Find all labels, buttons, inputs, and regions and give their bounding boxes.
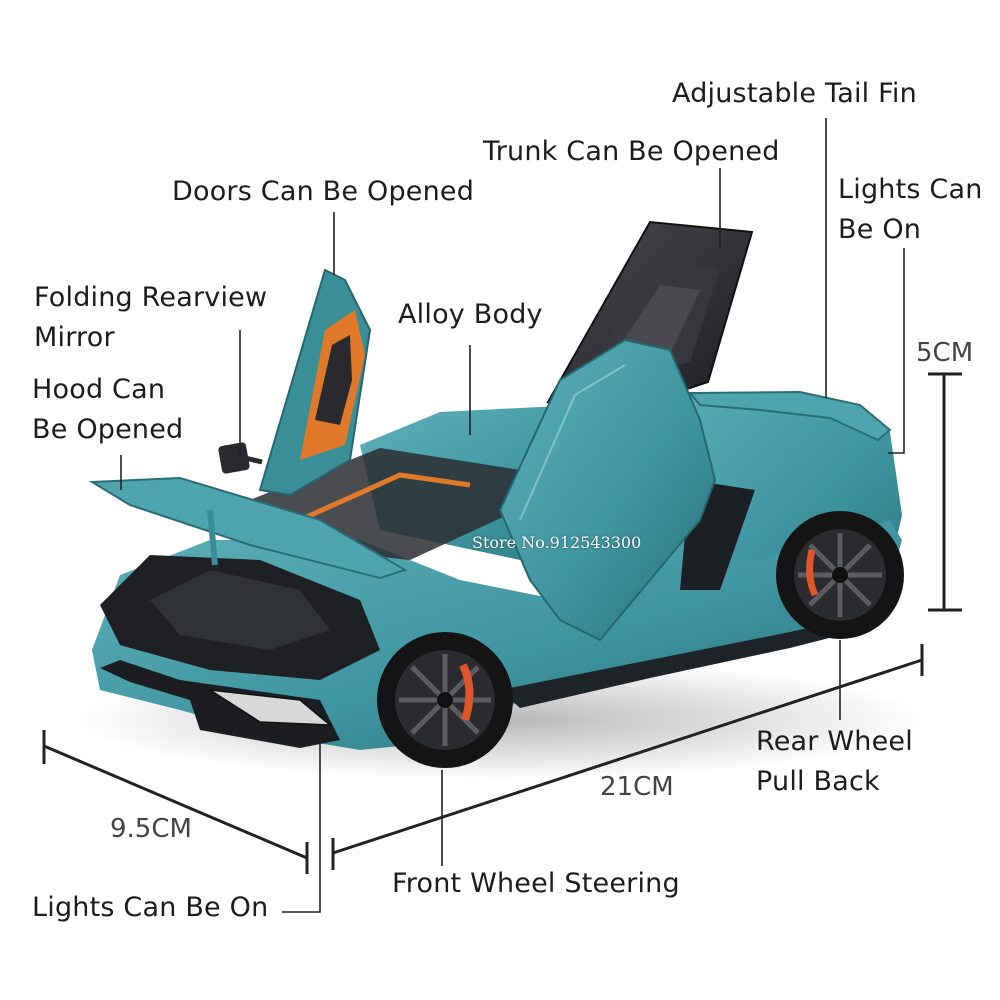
dimension-markers	[42, 372, 962, 874]
hood-lid	[88, 476, 408, 580]
tail-fin	[687, 390, 892, 442]
label-hood-line2: Be Opened	[32, 414, 184, 445]
label-folding-mirror-line1: Folding Rearview	[34, 282, 268, 313]
rearview-mirror	[218, 442, 263, 474]
label-adjustable-tail-fin: Adjustable Tail Fin	[672, 78, 917, 109]
label-doors-can-be-opened: Doors Can Be Opened	[172, 176, 475, 207]
leader-rear-lights	[888, 248, 905, 454]
label-rear-lights-line2: Be On	[838, 214, 922, 245]
label-trunk-can-be-opened: Trunk Can Be Opened	[483, 136, 780, 167]
dimension-length: 21CM	[600, 772, 674, 802]
label-front-wheel-steering: Front Wheel Steering	[392, 868, 680, 899]
label-folding-mirror-line2: Mirror	[34, 322, 115, 353]
right-door	[498, 338, 717, 642]
label-front-lights: Lights Can Be On	[32, 892, 269, 923]
leader-front-lights	[282, 732, 321, 913]
dimension-height: 5CM	[916, 338, 974, 368]
rear-wheel	[776, 511, 904, 639]
front-wheel	[377, 632, 513, 768]
width-line	[43, 744, 308, 860]
label-hood-line1: Hood Can	[32, 374, 166, 405]
callout-lines	[120, 118, 905, 913]
length-line	[332, 658, 923, 855]
label-rear-wheel-line2: Pull Back	[756, 766, 880, 797]
dimension-width: 9.5CM	[110, 814, 192, 844]
label-rear-lights-line1: Lights Can	[838, 174, 983, 205]
store-watermark: Store No.912543300	[472, 533, 642, 552]
label-rear-wheel-line1: Rear Wheel	[756, 726, 913, 757]
label-alloy-body: Alloy Body	[398, 299, 543, 330]
left-door	[258, 268, 372, 497]
